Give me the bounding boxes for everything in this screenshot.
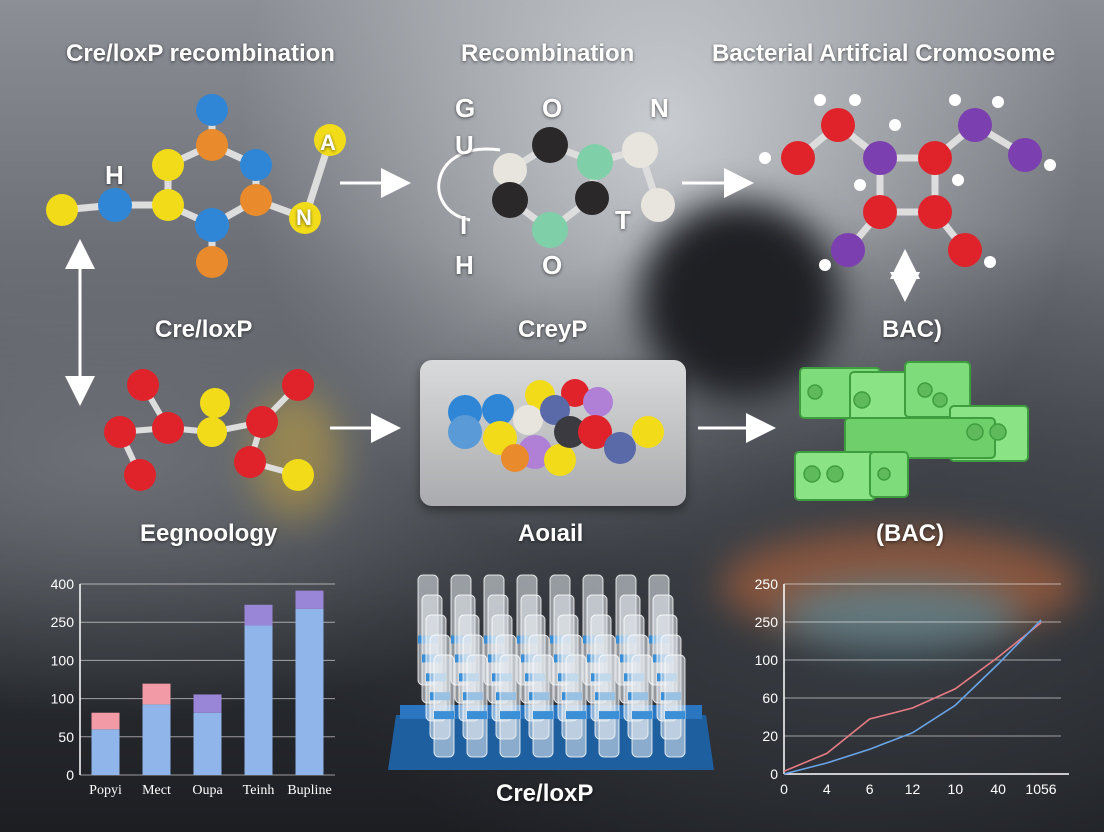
atom-letter-n: N bbox=[296, 205, 312, 230]
bar bbox=[244, 604, 273, 626]
atom-letter-a: A bbox=[320, 130, 336, 155]
bar bbox=[91, 712, 120, 730]
label-low-left: Eegnoology bbox=[140, 520, 278, 547]
test-tube bbox=[598, 654, 620, 758]
x-tick-label: 0 bbox=[780, 781, 788, 797]
test-tube bbox=[664, 654, 686, 758]
atom-letter-t: T bbox=[615, 205, 631, 235]
test-tube bbox=[565, 654, 587, 758]
x-category-label: Bupline bbox=[287, 783, 331, 798]
x-tick-label: 10 bbox=[948, 781, 964, 797]
y-tick-label: 20 bbox=[762, 728, 778, 744]
background-blob bbox=[780, 580, 1020, 650]
atom-letter-o-top: O bbox=[542, 93, 563, 123]
test-tube bbox=[433, 654, 455, 758]
x-category-label: Popyi bbox=[89, 783, 122, 798]
tube-band bbox=[434, 711, 454, 720]
x-tick-label: 6 bbox=[866, 781, 874, 797]
x-tick-label: 40 bbox=[990, 781, 1006, 797]
label-low-center: Aoıail bbox=[518, 520, 584, 547]
atom-letter-n-center: N bbox=[650, 93, 669, 123]
bar bbox=[193, 712, 222, 775]
bar bbox=[91, 729, 120, 775]
y-tick-label: 60 bbox=[762, 690, 778, 706]
bar bbox=[193, 694, 222, 713]
x-tick-label: 1056 bbox=[1025, 781, 1056, 797]
y-tick-label: 400 bbox=[51, 576, 75, 592]
y-tick-label: 100 bbox=[755, 652, 779, 668]
label-bottom-center: Cre/loxP bbox=[496, 780, 594, 807]
bar bbox=[244, 625, 273, 775]
atom-letter-h: H bbox=[105, 160, 124, 190]
y-tick-label: 250 bbox=[755, 576, 779, 592]
series-line bbox=[783, 622, 1042, 772]
series-line bbox=[783, 619, 1042, 775]
x-tick-label: 12 bbox=[905, 781, 921, 797]
label-mid-center: CreyP bbox=[518, 316, 588, 343]
y-tick-label: 250 bbox=[51, 614, 75, 630]
atom-letter-u: U bbox=[455, 130, 474, 160]
bar bbox=[295, 608, 324, 775]
tube-band bbox=[533, 711, 553, 720]
label-mid-left: Cre/loxP bbox=[155, 316, 253, 343]
line-chart: 250 250 100 60 20 00 4 6 12 10 40 1056 bbox=[755, 576, 1069, 797]
tube-rack bbox=[388, 574, 714, 770]
tube-band bbox=[566, 711, 586, 720]
y-tick-label: 250 bbox=[755, 614, 779, 630]
test-tube bbox=[499, 654, 521, 758]
bar bbox=[142, 683, 171, 705]
tube-band bbox=[599, 711, 619, 720]
title-right: Bacterial Artifcial Cromosome bbox=[712, 40, 1056, 67]
test-tube bbox=[532, 654, 554, 758]
atom-letter-i: I bbox=[460, 210, 468, 240]
tube-band bbox=[500, 711, 520, 720]
tube-band bbox=[665, 711, 685, 720]
x-category-label: Mect bbox=[142, 783, 171, 798]
label-low-right: (BAC) bbox=[876, 520, 944, 547]
y-tick-label: 0 bbox=[770, 766, 778, 782]
y-tick-label: 50 bbox=[58, 729, 74, 745]
test-tube bbox=[466, 654, 488, 758]
bar bbox=[142, 704, 171, 775]
label-mid-right: BAC) bbox=[882, 316, 942, 343]
bar bbox=[295, 590, 324, 609]
x-category-label: Teinh bbox=[243, 783, 275, 798]
title-center: Recombination bbox=[461, 40, 635, 67]
atom-letter-g: G bbox=[455, 93, 476, 123]
tube-band bbox=[632, 711, 652, 720]
x-tick-label: 4 bbox=[823, 781, 831, 797]
atom-letter-o-bottom: O bbox=[542, 250, 563, 280]
atom-letter-h-center: H bbox=[455, 250, 474, 280]
y-tick-label: 0 bbox=[66, 767, 74, 783]
title-left: Cre/loxP recombination bbox=[66, 40, 335, 67]
x-category-label: Oupa bbox=[192, 783, 223, 798]
y-tick-label: 100 bbox=[51, 691, 75, 707]
test-tube bbox=[631, 654, 653, 758]
y-tick-label: 100 bbox=[51, 652, 75, 668]
tube-band bbox=[467, 711, 487, 720]
